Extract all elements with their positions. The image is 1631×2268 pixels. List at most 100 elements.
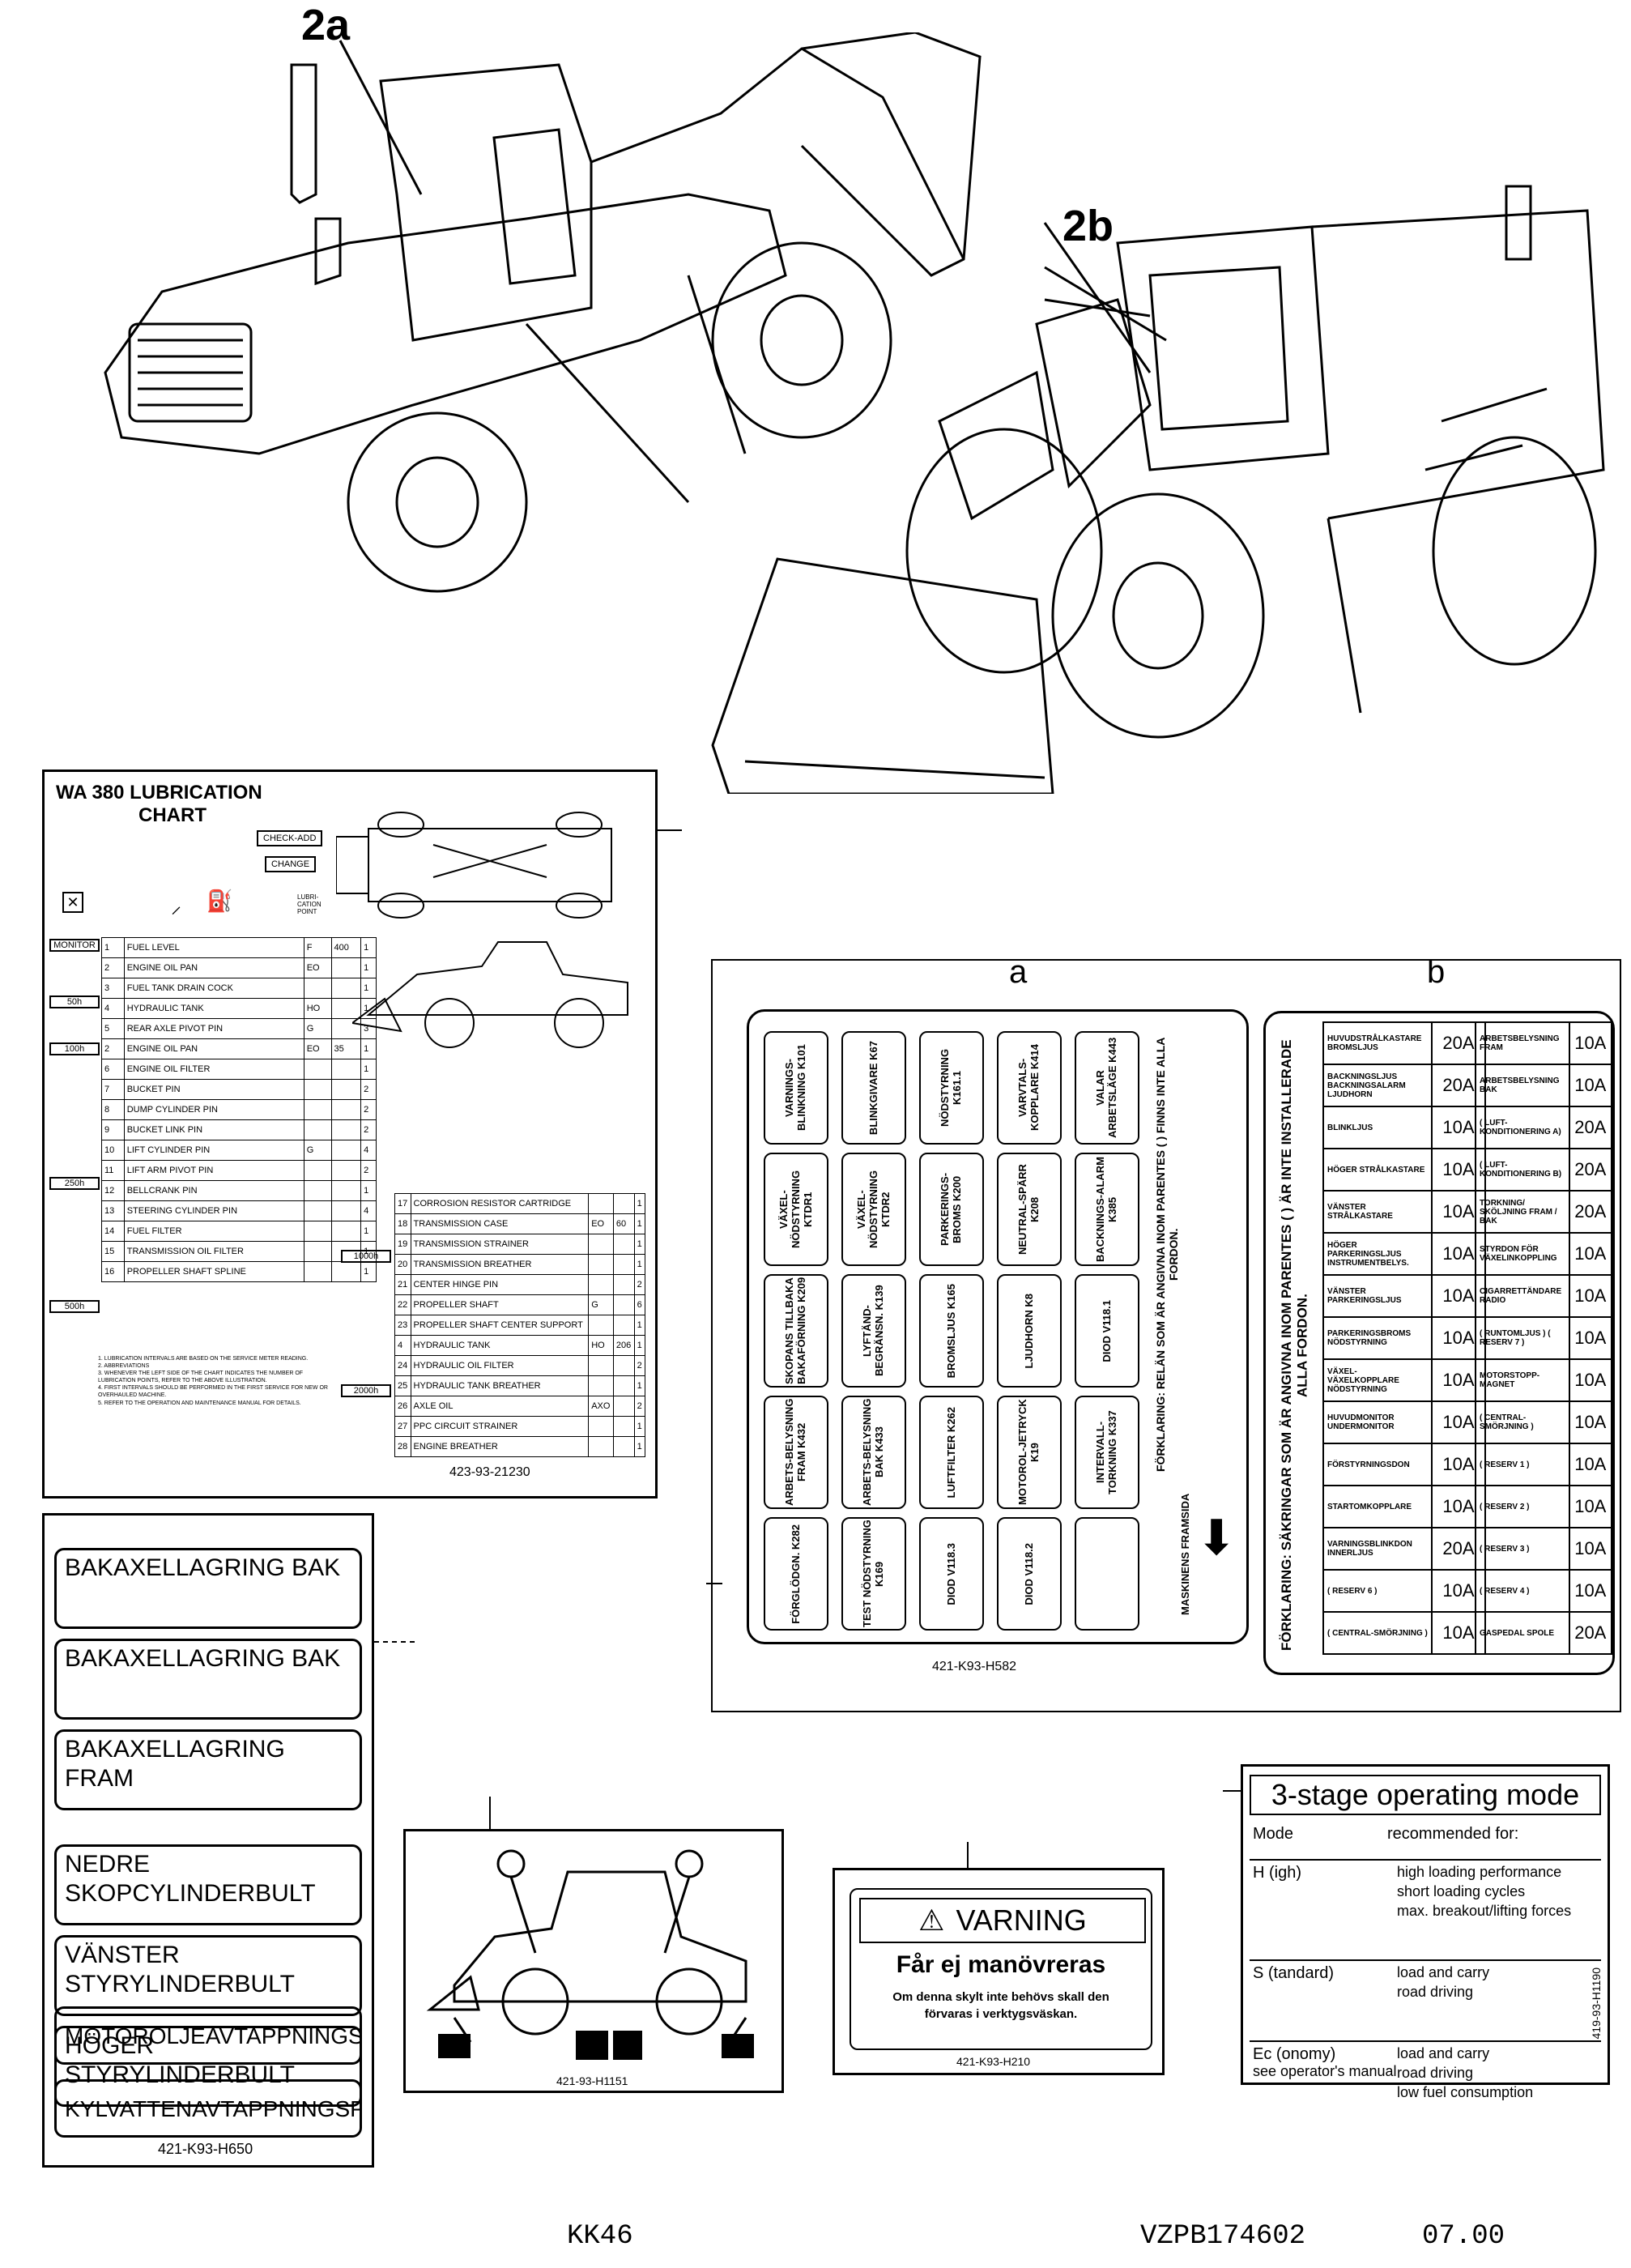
fuse-b-amp: 20A	[1568, 1106, 1613, 1149]
lube-cell-oil	[303, 1200, 332, 1221]
lube-cell-pts: 1	[633, 1234, 646, 1255]
lube-cell-qty	[612, 1193, 635, 1214]
lube-cell-item: PROPELLER SHAFT	[410, 1294, 590, 1315]
lube-cell-item: CENTER HINGE PIN	[410, 1274, 590, 1295]
lube-cell-item: ENGINE OIL PAN	[123, 1038, 304, 1059]
mode-divider	[1250, 1959, 1601, 1961]
lube-note: 2. ABBREVIATIONS	[98, 1363, 150, 1370]
lube-cell-oil	[588, 1315, 614, 1336]
fuse-b-amp: 10A	[1568, 1232, 1613, 1276]
fuse-b-amp: 10A	[1568, 1527, 1613, 1571]
lube-cell-qty: 400	[330, 937, 362, 958]
lube-cell-pts: 1	[360, 957, 377, 978]
fuse-b-label: ( RESERV 2 )	[1475, 1485, 1570, 1528]
lube-cell-oil: EO	[588, 1213, 614, 1234]
lube-cell-oil	[303, 1160, 332, 1181]
fuse-b-label: BLINKLJUS	[1322, 1106, 1433, 1149]
lube-cell-oil	[303, 978, 332, 999]
lube-cell-qty: 60	[612, 1213, 635, 1234]
lube-cell-item: REAR AXLE PIVOT PIN	[123, 1018, 304, 1039]
labels-leader	[374, 1641, 415, 1643]
lube-cell-qty	[612, 1416, 635, 1437]
warning-triangle-icon: ⚠	[918, 1904, 945, 1937]
fuse-relay-label: VÄXEL-NÖDSTYRNING KTDR1	[777, 1170, 814, 1249]
fuse-relay-1-0: BLINKGIVARE K67	[841, 1031, 906, 1145]
lube-cell-pts: 2	[633, 1396, 646, 1417]
label-sticker: BAKAXELLAGRING BAK	[54, 1639, 362, 1720]
lube-cell-no: 4	[394, 1335, 411, 1356]
mode-name: Ec (onomy)	[1253, 2045, 1336, 2063]
oil-can-icon: ⛽	[207, 889, 233, 913]
warning-body: Om denna skylt inte behövs skall den för…	[892, 1990, 1109, 2021]
fuse-relay-2-4: DIOD V118.3	[919, 1517, 984, 1631]
lube-cell-item: ENGINE BREATHER	[410, 1436, 590, 1457]
fuse-relay-label: VARNINGS-BLINKNING K101	[783, 1044, 807, 1132]
lube-cell-qty	[612, 1396, 635, 1417]
fuse-b-row: ( RESERV 1 )10A	[1475, 1443, 1613, 1486]
fuse-relay-label: NEUTRAL-SPÄRR K208	[1016, 1164, 1041, 1255]
lube-cell-qty	[330, 1200, 362, 1221]
label-sticker: BAKAXELLAGRING BAK	[54, 1548, 362, 1629]
lube-cell-pts: 1	[360, 1180, 377, 1201]
fuse-relay-2-2: BROMSLJUS K165	[919, 1274, 984, 1388]
lube-cell-pts: 1	[360, 937, 377, 958]
fuse-b-label: ( RUNTOMLJUS ) ( RESERV 7 )	[1475, 1316, 1570, 1360]
lube-cell-no: 24	[394, 1355, 411, 1376]
lube-cell-pts: 1	[360, 1221, 377, 1242]
lube-cell-oil	[303, 1180, 332, 1201]
lube-cell-oil: G	[303, 1140, 332, 1161]
lube-cell-pts: 2	[360, 1079, 377, 1100]
fuse-b-label: ARBETSBELYSNING FRAM	[1475, 1021, 1570, 1065]
interval-monitor: MONITOR	[49, 939, 100, 952]
lube-chart-title-line2: CHART	[138, 804, 207, 826]
lube-cell-no: 18	[394, 1213, 411, 1234]
fuse-relay-1-2: LYFTÄND-BEGRÄNSN. K139	[841, 1274, 906, 1388]
fuse-b-label: HÖGER PARKERINGSLJUS INSTRUMENTBELYS.	[1322, 1232, 1433, 1276]
fuse-b-amp: 10A	[1568, 1400, 1613, 1444]
fuse-b-row: ( CENTRAL-SMÖRJNING )10A	[1475, 1400, 1613, 1444]
lube-cell-no: 16	[101, 1261, 125, 1282]
lube-cell-qty	[612, 1315, 635, 1336]
fuse-b-label: ( RESERV 1 )	[1475, 1443, 1570, 1486]
lube-cell-no: 20	[394, 1254, 411, 1275]
lube-cell-pts: 1	[360, 978, 377, 999]
lube-cell-item: PROPELLER SHAFT CENTER SUPPORT	[410, 1315, 590, 1336]
fuse-relay-3-4: DIOD V118.2	[997, 1517, 1062, 1631]
fuse-relay-4-2: DIOD V118.1	[1075, 1274, 1139, 1388]
lube-cell-no: 1	[101, 937, 125, 958]
lube-cell-oil	[588, 1416, 614, 1437]
lube-notes: 1. LUBRICATION INTERVALS ARE BASED ON TH…	[98, 1355, 333, 1407]
fuse-relay-label: BROMSLJUS K165	[944, 1283, 957, 1379]
lube-cell-no: 12	[101, 1180, 125, 1201]
lube-cell-item: BUCKET LINK PIN	[123, 1119, 304, 1140]
mode-name: S (tandard)	[1253, 1964, 1335, 1982]
lube-cell-oil	[588, 1254, 614, 1275]
lube-cell-no: 21	[394, 1274, 411, 1295]
fuse-b-label: VÄXEL-VÄXELKOPPLARE NÖDSTYRNING	[1322, 1358, 1433, 1402]
fuse-b-amp: 20A	[1568, 1190, 1613, 1234]
mode-use: load and carry	[1397, 2045, 1490, 2061]
lube-cell-oil	[303, 1221, 332, 1242]
fuse-relay-label: LYFTÄND-BEGRÄNSN. K139	[861, 1285, 885, 1377]
lube-cell-qty	[612, 1294, 635, 1315]
footer-date: 07.00	[1422, 2221, 1505, 2252]
lube-cell-pts: 2	[633, 1274, 646, 1295]
lube-cell-item: STEERING CYLINDER PIN	[123, 1200, 304, 1221]
lube-cell-no: 2	[101, 957, 125, 978]
fuse-b-row: HÖGER PARKERINGSLJUS INSTRUMENTBELYS.10A	[1322, 1232, 1486, 1276]
